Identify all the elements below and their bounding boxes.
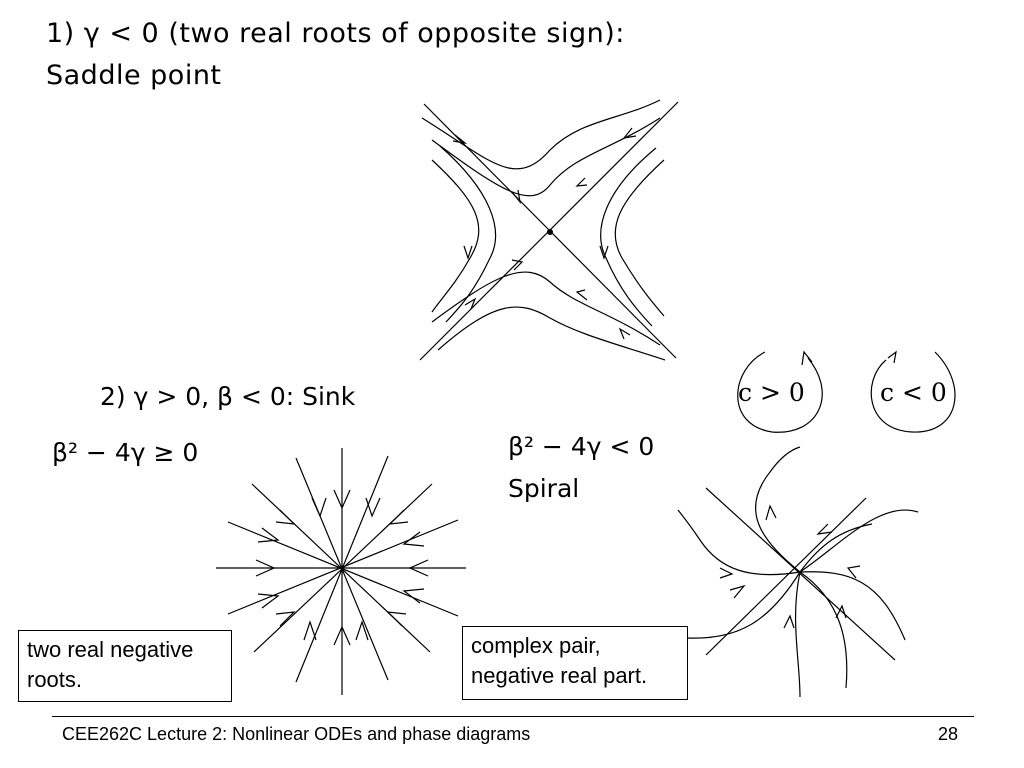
- arrow-head: [355, 620, 369, 641]
- arrow-head: [511, 259, 524, 271]
- arrow-head: [452, 134, 468, 144]
- arrow-head: [303, 620, 317, 641]
- arrow-head: [816, 523, 833, 535]
- arrow-head: [463, 245, 473, 260]
- saddle-trajectory: [431, 159, 480, 313]
- arrow-head: [575, 289, 588, 301]
- arrow-head: [257, 527, 280, 543]
- rotation-label-positive: c > 0: [738, 378, 805, 407]
- case1-subheading: Saddle point: [46, 60, 222, 91]
- arrow-head: [599, 245, 609, 260]
- spiral-axis: [705, 497, 867, 656]
- arrow-head: [511, 189, 521, 205]
- arrow-head: [783, 614, 795, 629]
- arrow-head: [255, 559, 276, 577]
- saddle-trajectory: [600, 147, 657, 327]
- arrow-head: [719, 567, 734, 579]
- arrow-head: [846, 565, 861, 579]
- page-number: 28: [938, 724, 959, 744]
- arrow-head: [333, 489, 351, 510]
- spiral-trajectory: [799, 523, 873, 573]
- case2-heading: 2) γ > 0, β < 0: Sink: [100, 382, 356, 411]
- arrow-head: [386, 611, 407, 627]
- footer-divider: [52, 716, 974, 717]
- spiral-trajectory: [677, 509, 801, 576]
- footer-title: CEE262C Lecture 2: Nonlinear ODEs and ph…: [62, 724, 531, 744]
- arrow-head: [618, 327, 631, 340]
- arrow-head: [275, 611, 296, 627]
- arrow-head: [388, 509, 409, 525]
- node-condition: β² − 4γ ≥ 0: [52, 438, 199, 467]
- case1-heading: 1) γ < 0 (two real roots of opposite sig…: [46, 18, 625, 49]
- saddle-equilibrium-point: [547, 229, 553, 235]
- saddle-trajectory: [431, 117, 661, 197]
- spiral-condition: β² − 4γ < 0: [508, 432, 655, 461]
- spiral-label: Spiral: [508, 474, 580, 503]
- spiral-trajectory: [794, 571, 801, 698]
- arrow-head: [257, 593, 280, 609]
- saddle-trajectory: [614, 159, 665, 317]
- arrow-head: [333, 625, 351, 646]
- arrow-head: [801, 350, 813, 366]
- node-trajectory: [227, 521, 459, 617]
- arrow-head: [887, 350, 897, 364]
- spiral-trajectory: [687, 571, 801, 639]
- arrow-head: [275, 509, 296, 525]
- arrow-head: [575, 177, 588, 187]
- arrow-head: [765, 504, 777, 521]
- arrow-head: [408, 559, 429, 577]
- arrow-head: [365, 497, 381, 518]
- spiral-trajectory: [754, 446, 801, 573]
- spiral-trajectory: [799, 571, 906, 641]
- arrow-head: [402, 531, 425, 547]
- saddle-trajectory: [437, 306, 666, 361]
- arrow-head: [402, 588, 425, 604]
- spiral-trajectory: [799, 571, 848, 689]
- node-caption-box: two real negative roots.: [18, 630, 232, 702]
- arrow-head: [622, 127, 637, 139]
- saddle-trajectory: [439, 145, 497, 323]
- spiral-caption-box: complex pair, negative real part.: [462, 626, 688, 700]
- arrow-head: [464, 297, 477, 310]
- saddle-trajectory: [421, 99, 661, 170]
- arrow-head: [835, 604, 847, 619]
- spiral-trajectory: [799, 509, 919, 573]
- spiral-axis: [705, 487, 896, 661]
- rotation-label-negative: c < 0: [880, 378, 947, 407]
- saddle-trajectory: [431, 271, 661, 346]
- arrow-head: [729, 584, 746, 599]
- arrow-head: [311, 497, 327, 518]
